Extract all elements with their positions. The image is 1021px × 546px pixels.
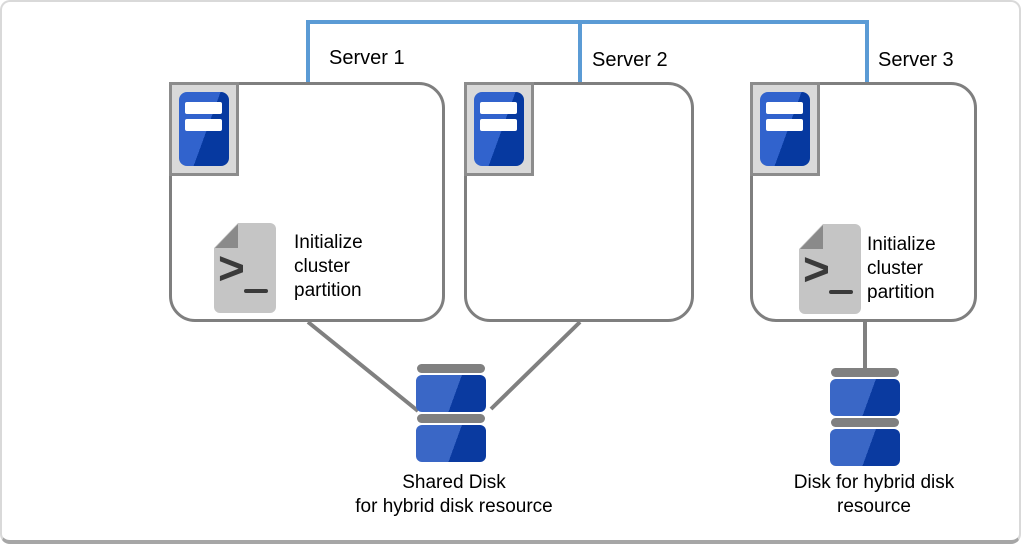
server1-script-label: Initialize cluster partition	[294, 231, 363, 303]
tower-slot	[766, 102, 803, 114]
server1-label: Server 1	[329, 47, 405, 69]
disk-cap	[831, 368, 899, 377]
script-label-line: Initialize	[294, 232, 363, 253]
disk-platter	[830, 429, 900, 466]
disk-label-line: for hybrid disk resource	[355, 496, 553, 517]
disk-cap	[417, 414, 485, 423]
prompt-underscore-glyph	[244, 289, 268, 293]
tower-slot	[185, 119, 222, 131]
disk-platter	[830, 379, 900, 416]
script-label-line: partition	[294, 280, 362, 301]
storage-connector-lines	[306, 320, 867, 413]
disk-platter	[416, 375, 486, 412]
server-tower-icon	[179, 92, 229, 166]
disk-cap	[831, 418, 899, 427]
hybrid-disk-label: Disk for hybrid disk resource	[734, 471, 1014, 519]
server1-icon	[169, 82, 239, 176]
server2-icon	[464, 82, 534, 176]
prompt-gt-glyph: >	[218, 242, 245, 294]
server2-label: Server 2	[592, 49, 668, 71]
shared-disk-icon	[416, 364, 486, 464]
disk-label-line: Shared Disk	[402, 472, 506, 493]
disk-cap	[417, 364, 485, 373]
script-icon: >	[214, 223, 276, 313]
script-label-line: partition	[867, 282, 935, 303]
prompt-underscore-glyph	[829, 290, 853, 294]
server3-script-label: Initialize cluster partition	[867, 233, 936, 305]
server2-box	[464, 82, 694, 322]
server3-label: Server 3	[878, 49, 954, 71]
script-label-line: cluster	[294, 256, 350, 277]
tower-slot	[480, 119, 517, 131]
script-page	[799, 224, 861, 314]
server3-icon	[750, 82, 820, 176]
tower-slot	[480, 102, 517, 114]
disk-platter	[416, 425, 486, 462]
script-label-line: Initialize	[867, 234, 936, 255]
server-tower-icon	[760, 92, 810, 166]
shared-disk-label: Shared Disk for hybrid disk resource	[314, 471, 594, 519]
prompt-gt-glyph: >	[803, 243, 830, 295]
script-label-line: cluster	[867, 258, 923, 279]
script-icon: >	[799, 224, 861, 314]
tower-slot	[766, 119, 803, 131]
disk-label-line: resource	[837, 496, 911, 517]
disk-label-line: Disk for hybrid disk	[793, 472, 955, 493]
tower-slot	[185, 102, 222, 114]
hybrid-disk-icon	[830, 368, 900, 468]
server-tower-icon	[474, 92, 524, 166]
script-page	[214, 223, 276, 313]
